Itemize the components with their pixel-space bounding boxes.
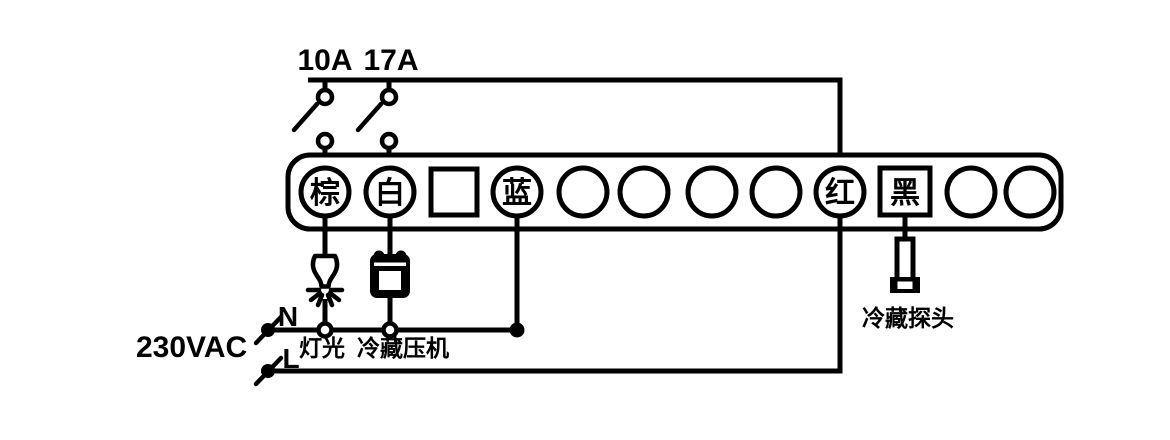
switch-top-contact [315, 87, 335, 107]
terminal-blue-label: 蓝 [502, 177, 532, 210]
terminal-slot-6 [617, 165, 671, 219]
terminal-red-label: 红 [825, 177, 855, 210]
terminal-slot-5 [556, 165, 610, 219]
switch-bottom-contact [379, 131, 399, 151]
fuse-bus-wire [308, 77, 843, 170]
fuse2-label: 17A [363, 44, 418, 77]
terminal-slot-3 [428, 166, 480, 218]
switch-top-contact [379, 87, 399, 107]
switch-blade [355, 101, 384, 133]
fuse-switch-2 [355, 80, 399, 172]
neutral-label: N [278, 301, 298, 332]
light-label: 灯光 [299, 335, 345, 361]
live-terminal-icon [253, 355, 284, 387]
lamp-junction [316, 321, 334, 339]
terminal-red: 红 [813, 165, 867, 219]
terminal-black-label: 黑 [890, 177, 920, 210]
terminal-slot-11 [944, 165, 998, 219]
terminal-strip [285, 152, 1064, 232]
terminal-white-label: 白 [375, 177, 405, 210]
switch-bottom-contact [315, 131, 335, 151]
terminal-brown: 棕 [298, 165, 352, 219]
compressor-icon [370, 250, 410, 298]
terminal-brown-label: 棕 [310, 177, 340, 210]
terminal-slot-12 [1003, 165, 1057, 219]
probe-icon [890, 236, 920, 293]
terminal-slot-7 [685, 165, 739, 219]
terminal-slot-8 [749, 165, 803, 219]
lamp-icon [305, 253, 345, 308]
blue-junction-dot [509, 322, 525, 338]
supply-voltage-label: 230VAC [136, 331, 247, 364]
compressor-label: 冷藏压机 [357, 335, 449, 361]
live-label: L [282, 343, 299, 374]
fuse1-label: 10A [297, 44, 352, 77]
terminal-white: 白 [363, 165, 417, 219]
compressor-junction [381, 321, 399, 339]
probe-label: 冷藏探头 [862, 305, 954, 331]
neutral-terminal-icon [253, 314, 284, 346]
terminal-black: 黑 [877, 165, 933, 218]
switch-blade [291, 101, 320, 133]
terminal-blue: 蓝 [490, 165, 544, 219]
